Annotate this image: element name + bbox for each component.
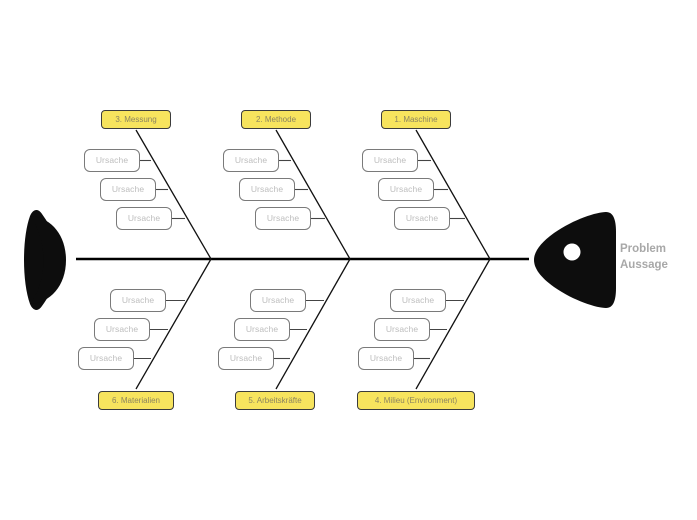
cause-box-4-milieu-environment-2[interactable]: Ursache [374, 318, 430, 341]
fish-tail-notch [30, 216, 66, 304]
rib-line-4-milieu-environment [415, 258, 491, 390]
cause-box-6-materialien-3[interactable]: Ursache [78, 347, 134, 370]
fish-head-shape [534, 212, 616, 308]
cause-box-6-materialien-2[interactable]: Ursache [94, 318, 150, 341]
cause-label: Ursache [385, 324, 419, 334]
category-box-4-milieu-environment[interactable]: 4. Milieu (Environment) [357, 391, 475, 410]
cause-box-2-methode-2[interactable]: Ursache [239, 178, 295, 201]
rib-line-6-materialien [135, 258, 212, 390]
category-label: 4. Milieu (Environment) [374, 396, 458, 405]
cause-label: Ursache [95, 155, 129, 165]
cause-box-1-maschine-3[interactable]: Ursache [394, 207, 450, 230]
fishbone-lines [76, 129, 529, 390]
cause-label: Ursache [401, 295, 435, 305]
cause-box-6-materialien-1[interactable]: Ursache [110, 289, 166, 312]
cause-label: Ursache [266, 213, 300, 223]
cause-label: Ursache [127, 213, 161, 223]
cause-box-1-maschine-2[interactable]: Ursache [378, 178, 434, 201]
cause-label: Ursache [369, 353, 403, 363]
category-box-2-methode[interactable]: 2. Methode [241, 110, 311, 129]
cause-box-1-maschine-1[interactable]: Ursache [362, 149, 418, 172]
fish-eye-icon [563, 243, 581, 261]
cause-label: Ursache [111, 184, 145, 194]
cause-label: Ursache [234, 155, 268, 165]
cause-label: Ursache [121, 295, 155, 305]
cause-label: Ursache [389, 184, 423, 194]
category-box-5-arbeitskr-fte[interactable]: 5. Arbeitskräfte [235, 391, 315, 410]
cause-label: Ursache [105, 324, 139, 334]
problem-statement-line1: Problem [620, 243, 667, 255]
cause-box-5-arbeitskr-fte-1[interactable]: Ursache [250, 289, 306, 312]
cause-label: Ursache [229, 353, 263, 363]
cause-box-4-milieu-environment-3[interactable]: Ursache [358, 347, 414, 370]
category-label: 1. Maschine [394, 115, 438, 124]
cause-label: Ursache [245, 324, 279, 334]
category-label: 6. Materialien [111, 396, 161, 405]
cause-label: Ursache [261, 295, 295, 305]
cause-box-3-messung-2[interactable]: Ursache [100, 178, 156, 201]
problem-statement-label: Problem Aussage [620, 242, 668, 273]
rib-line-1-maschine [415, 129, 491, 260]
cause-label: Ursache [250, 184, 284, 194]
cause-box-2-methode-1[interactable]: Ursache [223, 149, 279, 172]
category-label: 5. Arbeitskräfte [248, 396, 302, 405]
category-label: 2. Methode [255, 115, 297, 124]
cause-box-4-milieu-environment-1[interactable]: Ursache [390, 289, 446, 312]
rib-line-3-messung [135, 129, 212, 260]
category-box-1-maschine[interactable]: 1. Maschine [381, 110, 451, 129]
rib-line-5-arbeitskr-fte [275, 258, 351, 390]
cause-label: Ursache [373, 155, 407, 165]
rib-line-2-methode [275, 129, 351, 260]
cause-box-3-messung-3[interactable]: Ursache [116, 207, 172, 230]
category-label: 3. Messung [115, 115, 157, 124]
category-box-6-materialien[interactable]: 6. Materialien [98, 391, 174, 410]
cause-box-5-arbeitskr-fte-3[interactable]: Ursache [218, 347, 274, 370]
category-box-3-messung[interactable]: 3. Messung [101, 110, 171, 129]
problem-statement-line2: Aussage [620, 258, 668, 271]
cause-label: Ursache [89, 353, 123, 363]
cause-box-2-methode-3[interactable]: Ursache [255, 207, 311, 230]
cause-label: Ursache [405, 213, 439, 223]
cause-box-5-arbeitskr-fte-2[interactable]: Ursache [234, 318, 290, 341]
cause-box-3-messung-1[interactable]: Ursache [84, 149, 140, 172]
